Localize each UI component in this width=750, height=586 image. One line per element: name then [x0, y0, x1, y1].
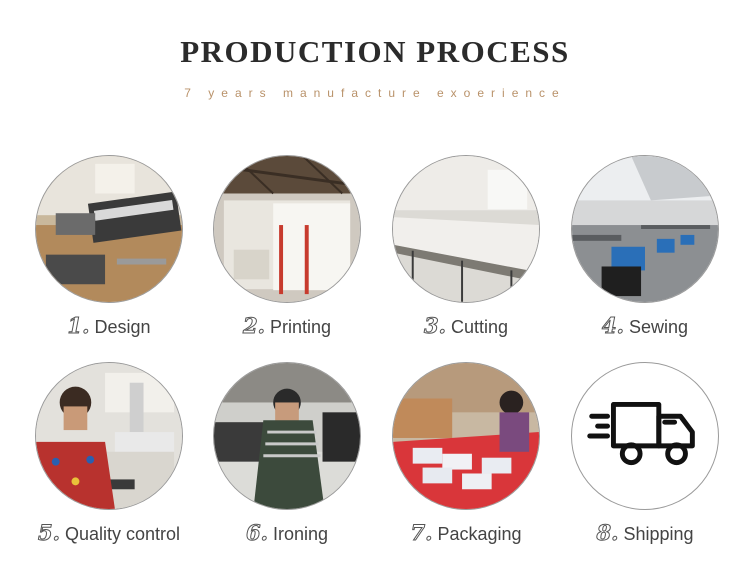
- step-name: Ironing: [272, 524, 328, 544]
- packaging-photo: [392, 362, 540, 510]
- step-label: 7. Packaging: [386, 520, 546, 546]
- step-number: 1.: [67, 313, 90, 339]
- step-label: 8. Shipping: [565, 520, 725, 546]
- page-title: PRODUCTION PROCESS: [180, 34, 570, 69]
- step-design: 1. Design: [29, 155, 189, 355]
- design-photo: [35, 155, 183, 303]
- step-ironing: 6. Ironing: [207, 362, 367, 562]
- step-name: Packaging: [437, 524, 522, 544]
- step-name: Shipping: [623, 524, 694, 544]
- step-number: 3.: [424, 313, 447, 339]
- step-sewing: 4. Sewing: [565, 155, 725, 355]
- step-label: 5. Quality control: [29, 520, 189, 546]
- cutting-photo: [392, 155, 540, 303]
- truck-icon: [587, 401, 695, 466]
- step-name: Design: [94, 317, 151, 337]
- step-number: 2.: [243, 313, 266, 339]
- step-label: 3. Cutting: [386, 313, 546, 339]
- quality-control-photo: [35, 362, 183, 510]
- step-name: Cutting: [450, 317, 508, 337]
- step-number: 4.: [602, 313, 625, 339]
- step-number: 6.: [246, 520, 269, 546]
- step-quality-control: 5. Quality control: [29, 362, 189, 562]
- step-number: 5.: [37, 520, 60, 546]
- step-name: Sewing: [628, 317, 688, 337]
- step-label: 6. Ironing: [207, 520, 367, 546]
- step-label: 4. Sewing: [565, 313, 725, 339]
- step-shipping: 8. Shipping: [565, 362, 725, 562]
- step-packaging: 7. Packaging: [386, 362, 546, 562]
- step-cutting: 3. Cutting: [386, 155, 546, 355]
- step-printing: 2. Printing: [207, 155, 367, 355]
- step-name: Printing: [269, 317, 331, 337]
- step-label: 2. Printing: [207, 313, 367, 339]
- step-name: Quality control: [64, 524, 180, 544]
- shipping-circle: [571, 362, 719, 510]
- step-number: 7.: [410, 520, 433, 546]
- sewing-photo: [571, 155, 719, 303]
- printing-photo: [213, 155, 361, 303]
- ironing-photo: [213, 362, 361, 510]
- step-number: 8.: [596, 520, 619, 546]
- page-subtitle: 7 years manufacture exoerience: [184, 86, 566, 100]
- step-label: 1. Design: [29, 313, 189, 339]
